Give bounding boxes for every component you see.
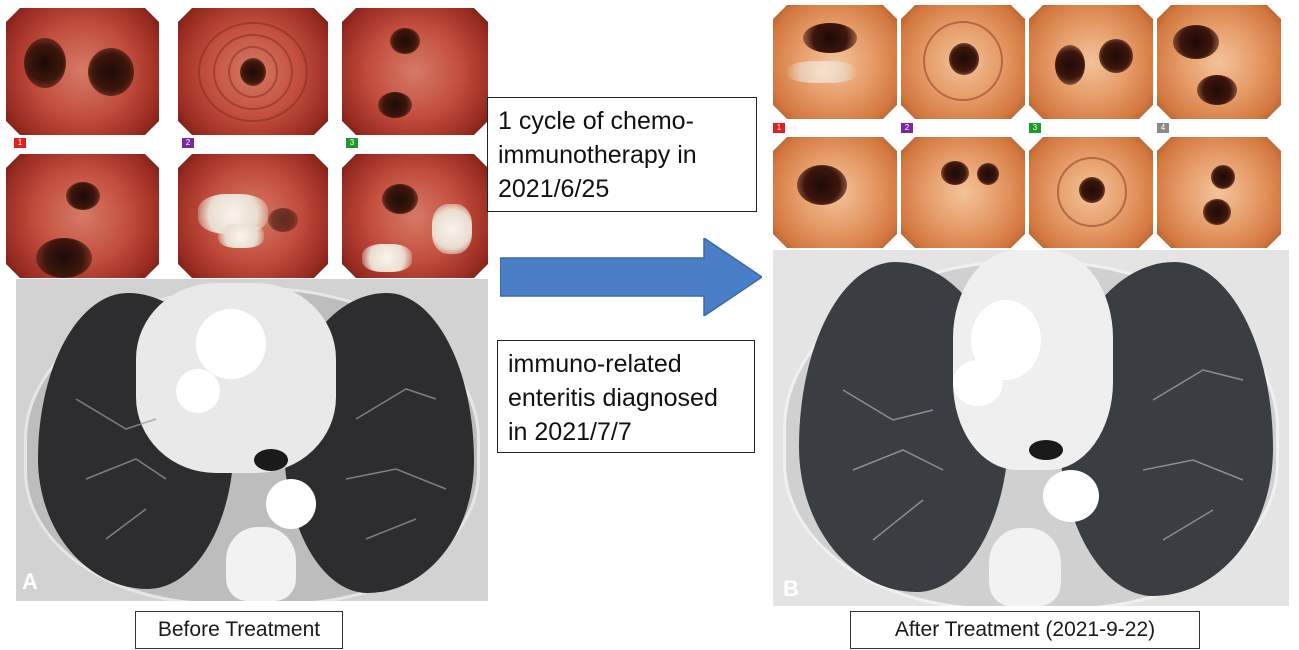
enteritis-note: immuno-related enteritis diagnosed in 20… [497,340,755,453]
after-treatment-caption: After Treatment (2021-9-22) [850,611,1200,649]
before-bronchoscopy-grid: 1 2 3 [6,8,488,278]
image-number-tag: 1 [773,123,785,133]
bronchoscopy-image [6,8,159,135]
bronchoscopy-image [178,154,328,278]
bronchoscopy-image [178,8,328,135]
before-treatment-caption: Before Treatment [135,611,343,649]
bronchoscopy-image [773,137,897,248]
bronchoscopy-image [901,5,1025,119]
after-ct-scan: B [773,250,1289,606]
image-number-tag: 2 [182,138,194,148]
image-number-tag: 1 [14,138,26,148]
bronchoscopy-image [1029,137,1153,248]
bronchoscopy-image [342,154,488,278]
lung-vessel-markings [842,369,1244,541]
image-number-tag: 3 [1029,123,1041,133]
image-number-tag: 3 [346,138,358,148]
bronchoscopy-image [6,154,159,278]
panel-letter: B [783,576,799,601]
image-number-tag: 4 [1157,123,1169,133]
treatment-arrow [500,238,762,316]
bronchoscopy-image [342,8,488,135]
image-number-tag: 2 [901,123,913,133]
chemo-immunotherapy-note: 1 cycle of chemo-immunotherapy in 2021/6… [487,97,757,212]
panel-letter: A [22,569,38,594]
before-ct-scan: A [16,279,488,601]
bronchoscopy-image [1029,5,1153,119]
bronchoscopy-image [1157,5,1281,119]
bronchoscopy-image [901,137,1025,248]
bronchoscopy-image [1157,137,1281,248]
bronchoscopy-image [773,5,897,119]
lung-vessel-markings [75,388,447,540]
after-bronchoscopy-grid: 1 2 3 4 [773,5,1289,248]
